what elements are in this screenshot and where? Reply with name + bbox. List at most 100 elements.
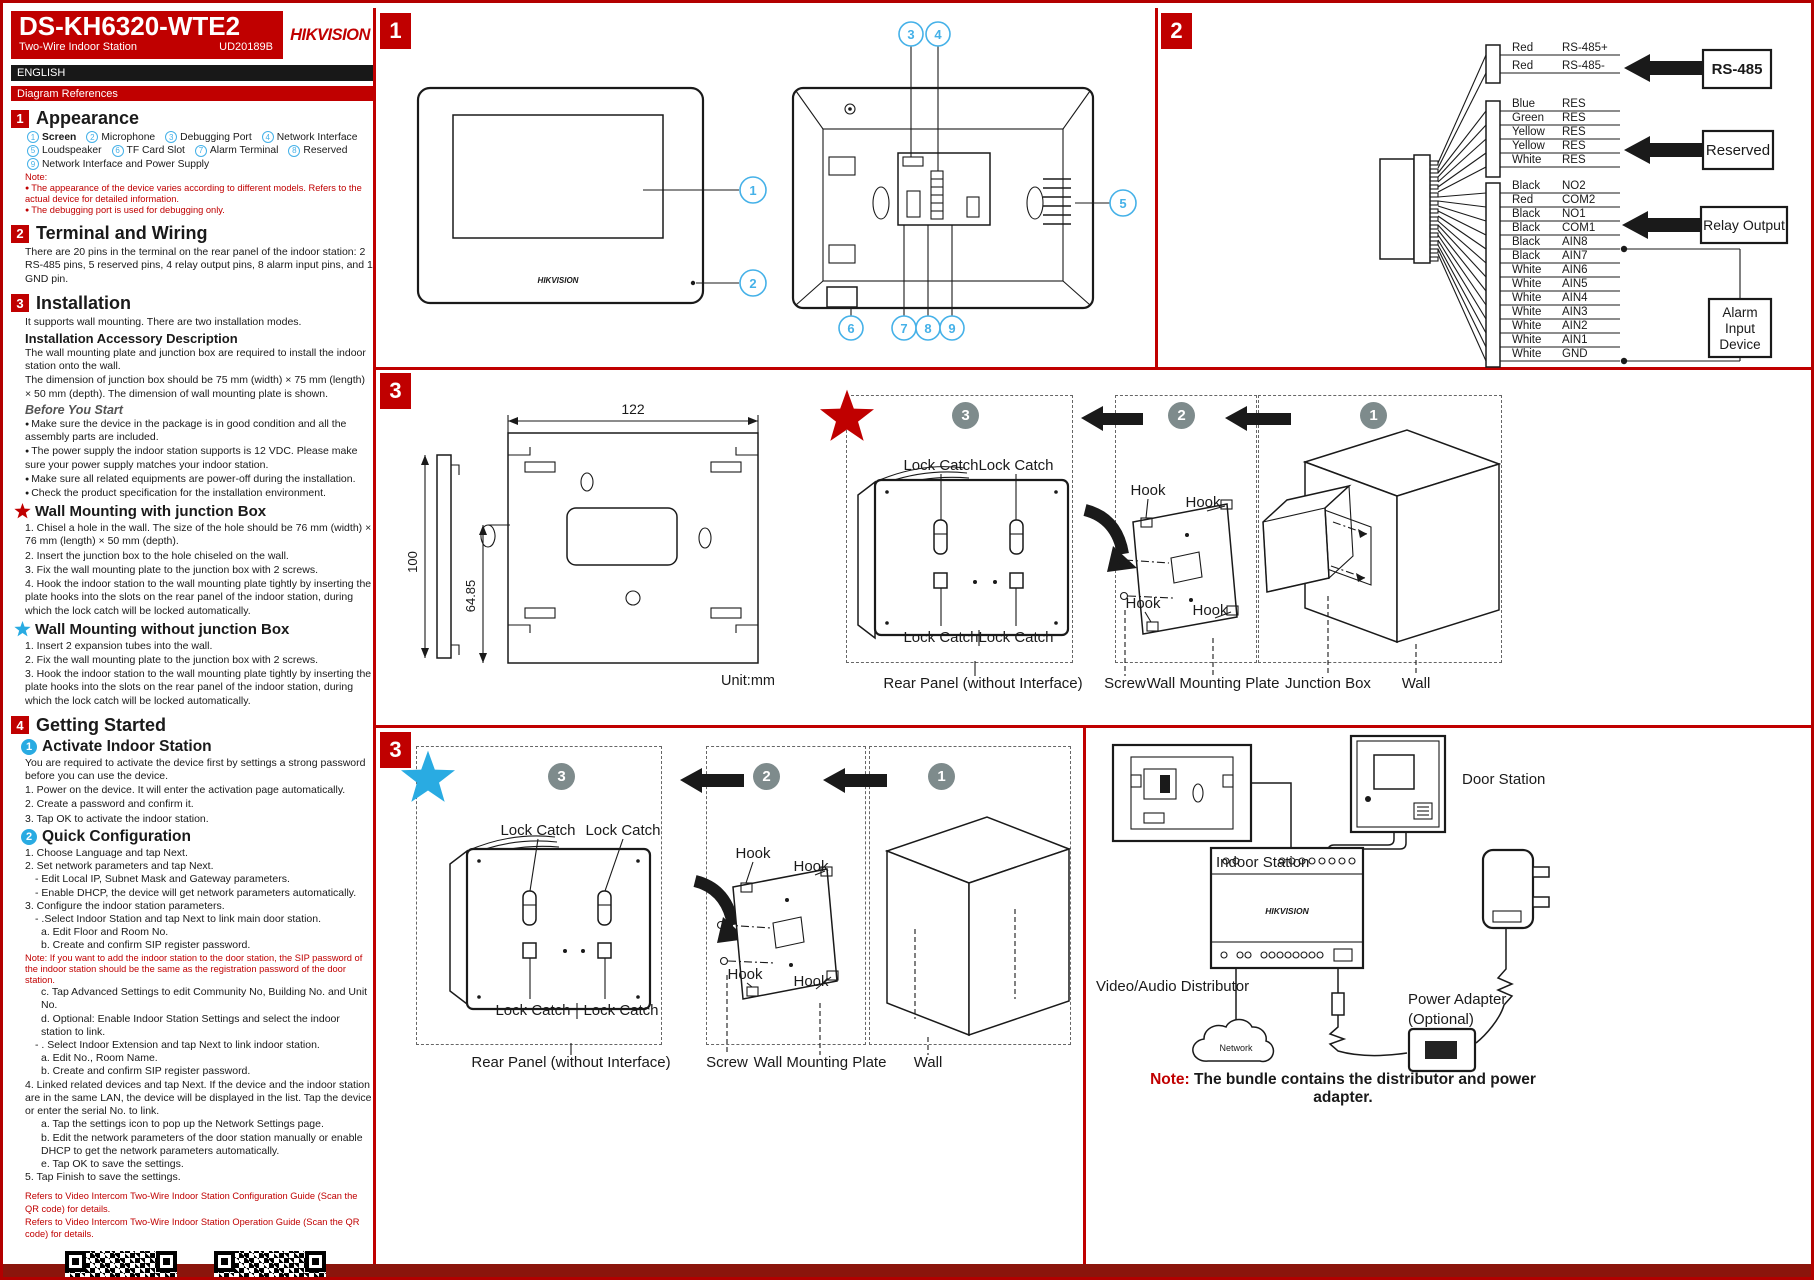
appearance-label: Screen	[42, 131, 77, 143]
power-adapter-label-2: (Optional)	[1408, 1011, 1474, 1028]
lock-catch-label: Lock Catch	[903, 457, 978, 474]
diagram-references-bar: Diagram References	[11, 86, 373, 101]
debugging-port-icon	[902, 156, 924, 167]
flow-arrow	[680, 768, 744, 793]
sub-number: 1	[21, 738, 37, 755]
wire-signal: AIN8	[1562, 236, 1588, 248]
callout-circle-2	[739, 269, 767, 297]
wire-color: Black	[1512, 208, 1540, 220]
install-step: 2. Insert the junction box to the hole c…	[25, 549, 289, 562]
lock-catch-label: Lock Catch	[500, 822, 575, 839]
wire-color: Black	[1512, 222, 1540, 234]
wire-signal: AIN7	[1562, 250, 1588, 262]
activate-step: 2. Create a password and confirm it.	[25, 798, 194, 811]
wire-signal: AIN3	[1562, 306, 1588, 318]
hook-label: Hook	[735, 845, 771, 862]
wire-color: White	[1512, 292, 1541, 304]
distributor-label: Video/Audio Distributor	[1096, 978, 1250, 995]
step2-box-without	[706, 746, 866, 1045]
accessory-p2: The dimension of junction box should be …	[25, 374, 365, 400]
activate-step: 1. Power on the device. It will enter th…	[25, 784, 346, 797]
step-3-circle: 3	[548, 763, 575, 790]
plug-cable	[1475, 928, 1514, 1044]
callout-2: 2	[749, 276, 756, 291]
power-adapter-label-1: Power Adapter	[1408, 991, 1507, 1008]
hook-label: Hook	[1192, 602, 1228, 619]
qc-line: 5. Tap Finish to save the settings.	[25, 1171, 181, 1184]
appearance-label: Network Interface and Power Supply	[42, 158, 210, 170]
install-step: 1. Insert 2 expansion tubes into the wal…	[25, 639, 213, 652]
hook-label: Hook	[793, 858, 829, 875]
callout-3: 3	[907, 27, 914, 42]
section-1-title: Appearance	[36, 108, 140, 128]
wire-color: White	[1512, 264, 1541, 276]
hook-label: Hook	[1185, 494, 1221, 511]
refer-lines: Refers to Video Intercom Two-Wire Indoor…	[25, 1190, 373, 1240]
wire-signal: RES	[1562, 126, 1586, 138]
without-junction-heading: Wall Mounting without junction Box	[13, 620, 373, 639]
qc-line: 3. Configure the indoor station paramete…	[25, 899, 225, 912]
refer-line: Refers to Video Intercom Two-Wire Indoor…	[25, 1191, 358, 1214]
wall-plug-drawing	[1481, 848, 1535, 930]
activate-title: Activate Indoor Station	[42, 737, 212, 755]
qc-line: - Enable DHCP, the device will get netwo…	[35, 886, 357, 899]
install-step: 4. Hook the indoor station to the wall m…	[25, 578, 372, 617]
callout-num: 3	[165, 131, 178, 143]
qc-line: - . Select Indoor Extension and tap Next…	[35, 1039, 320, 1051]
quick-config-title: Quick Configuration	[42, 827, 191, 845]
divider-vertical-top	[1155, 8, 1158, 370]
wire-signal: COM1	[1562, 222, 1595, 234]
wire-color: White	[1512, 320, 1541, 332]
callout-num: 9	[27, 158, 39, 170]
wire-color: White	[1512, 334, 1541, 346]
reserved-box-label: Reserved	[1706, 142, 1770, 159]
installation-intro: It supports wall mounting. There are two…	[25, 315, 302, 328]
wire-signal: RES	[1562, 112, 1586, 124]
device-front-logo: HIKVISION	[538, 276, 579, 285]
arrow-reserved	[1624, 136, 1703, 164]
wire-color: Yellow	[1512, 126, 1546, 138]
distributor-drawing	[1209, 846, 1365, 970]
panel3b-tab: 3	[380, 732, 411, 768]
rs485-box-label: RS-485	[1712, 61, 1763, 78]
divider-vertical-left	[373, 8, 376, 1265]
qc-line: - Edit Local IP, Subnet Mask and Gateway…	[35, 873, 290, 886]
wire-color: Red	[1512, 194, 1533, 206]
wire-color: White	[1512, 306, 1541, 318]
hikvision-logo-text: HIKVISION	[290, 25, 370, 44]
panel2-tab: 2	[1161, 13, 1192, 49]
screw-label: Screw	[1104, 675, 1146, 692]
note-text: The bundle contains the distributor and …	[1189, 1071, 1536, 1106]
wall-label: Wall	[1402, 675, 1431, 692]
callout-num: 6	[111, 144, 124, 157]
note-line: The debugging port is used for debugging…	[25, 205, 373, 216]
install-step: 2. Fix the wall mounting plate to the ju…	[25, 653, 318, 666]
tf-card-slot-icon	[826, 286, 858, 308]
callout-4: 4	[934, 27, 942, 42]
section-1-heading: 1 Appearance	[11, 108, 373, 129]
wire-color: Green	[1512, 112, 1544, 124]
section-4-title: Getting Started	[36, 714, 167, 735]
flow-arrow	[1081, 406, 1143, 431]
qc-line: b. Create and confirm SIP register passw…	[41, 939, 251, 952]
callout-7: 7	[900, 321, 907, 336]
step-3-circle: 3	[952, 402, 979, 429]
wire-color: Black	[1512, 236, 1540, 248]
quick-config-heading: 2 Quick Configuration	[21, 828, 373, 846]
section-2-body: There are 20 pins in the terminal on the…	[25, 246, 373, 285]
note-label: Note:	[25, 171, 48, 182]
wire-color: White	[1512, 154, 1541, 166]
network-cloud	[1192, 1018, 1275, 1063]
reserved-port-icon	[966, 196, 980, 218]
before-item: Make sure all related equipments are pow…	[25, 473, 373, 486]
door-station-drawing	[1349, 734, 1447, 834]
alarm-box-line2: Input	[1725, 321, 1755, 336]
alarm-terminal-icon	[906, 190, 921, 218]
screw-icon	[844, 103, 856, 115]
wire-signal: GND	[1562, 348, 1588, 360]
callout-num: 1	[27, 131, 39, 143]
